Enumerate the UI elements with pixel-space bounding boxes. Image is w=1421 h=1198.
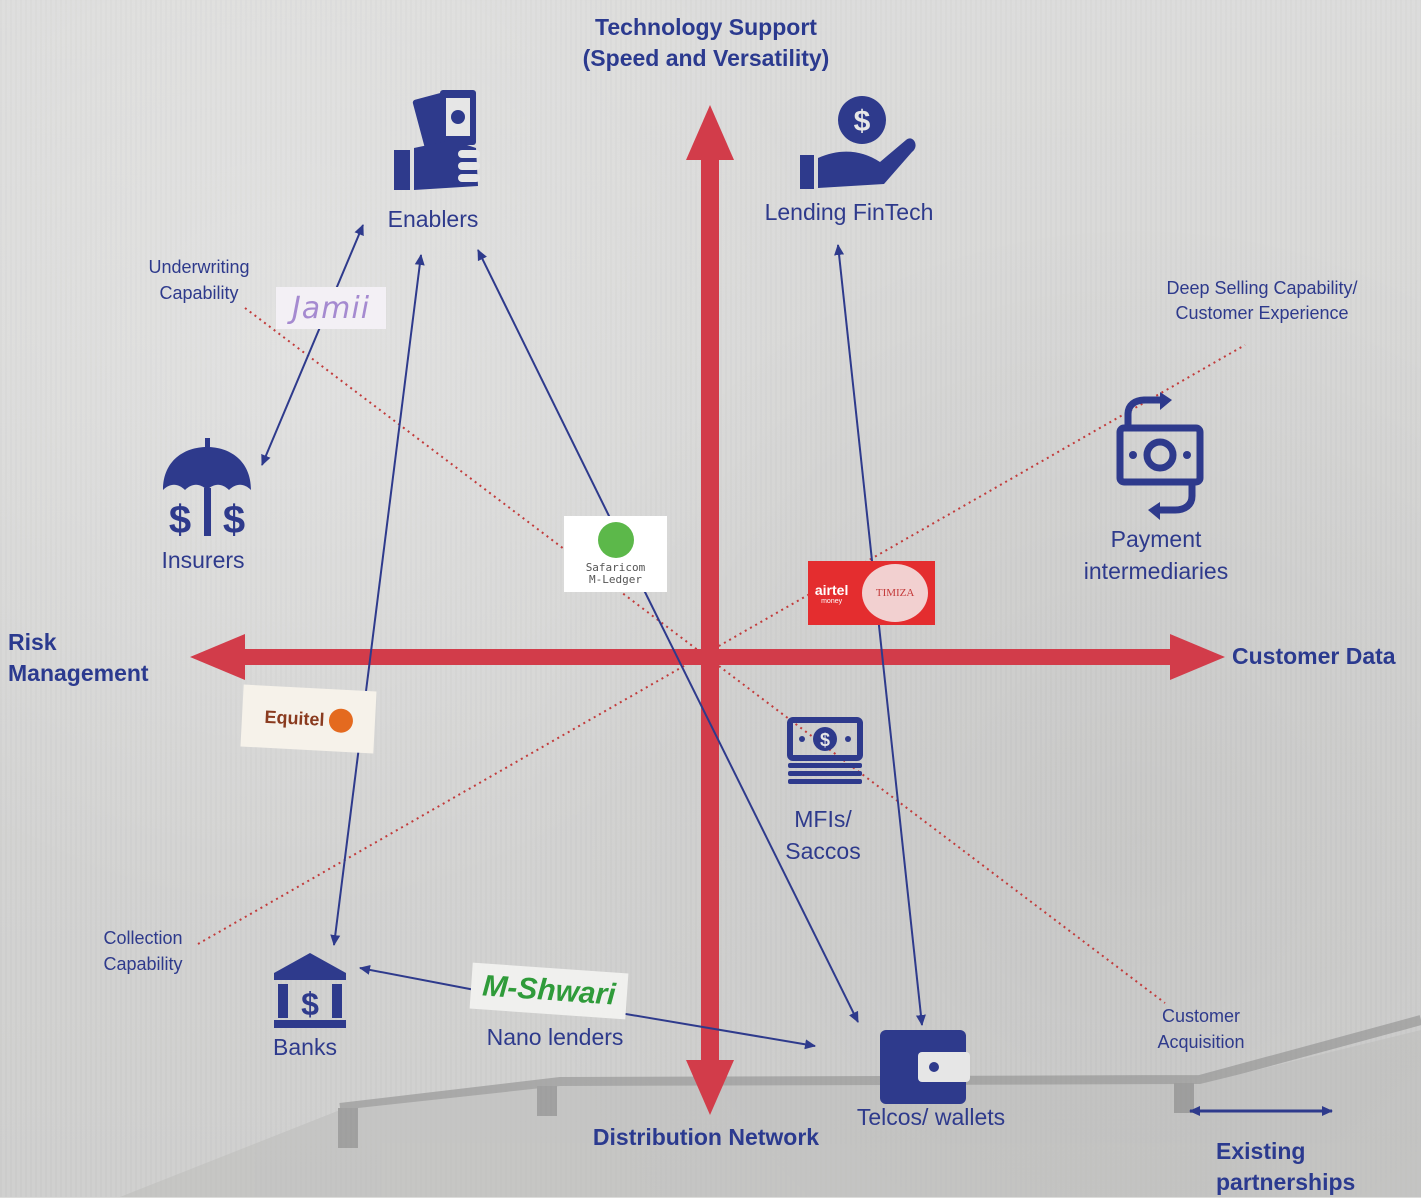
airtel-sub-text: money xyxy=(821,597,843,605)
arrow-banks-mshwari xyxy=(359,964,476,991)
airtel-timiza-logo: airtel money TIMIZA xyxy=(808,561,935,625)
capability-underwriting: Underwriting Capability xyxy=(148,254,249,306)
capability-deep-selling: Deep Selling Capability/ Customer Experi… xyxy=(1166,276,1357,326)
airtel-text: airtel xyxy=(814,581,849,598)
capability-underwriting-line1: Underwriting xyxy=(148,257,250,277)
arrow-safaricom-telcos xyxy=(639,581,859,1023)
wallet-icon xyxy=(880,1030,970,1104)
axis-bottom-label: Distribution Network xyxy=(592,1124,820,1150)
hand-money-icon xyxy=(394,90,480,190)
svg-text:$: $ xyxy=(854,105,871,138)
capability-deep-selling-line2: Customer Experience xyxy=(1175,303,1349,323)
capability-underwriting-line2: Capability xyxy=(159,283,239,303)
timiza-text: TIMIZA xyxy=(875,587,915,599)
axis-top-line2: (Speed and Versatility) xyxy=(582,45,830,71)
node-telcos-wallets: Telcos/ wallets xyxy=(856,1104,1006,1130)
svg-text:$: $ xyxy=(169,498,191,542)
legend-line1: Existing xyxy=(1216,1138,1306,1164)
node-nano-lenders: Nano lenders xyxy=(486,1024,624,1050)
axis-right-label: Customer Data xyxy=(1232,643,1396,669)
capability-acquisition-line1: Customer xyxy=(1161,1006,1241,1026)
equitel-text: Equitel xyxy=(264,706,326,730)
mshwari-text: M-Shwari xyxy=(481,969,617,1012)
node-lending-fintech: Lending FinTech xyxy=(764,199,934,225)
arrow-enablers-safaricom xyxy=(477,249,611,519)
collection-deepselling-dotted-line xyxy=(197,344,1246,945)
node-enablers: Enablers xyxy=(387,206,479,232)
jamii-logo: Jamii xyxy=(276,287,386,329)
safaricom-mledger-logo: Safaricom M-Ledger xyxy=(564,516,667,592)
airtel-money-block: airtel money xyxy=(815,582,848,605)
legend-line2: partnerships xyxy=(1216,1169,1356,1195)
arrow-enablers-banks xyxy=(330,254,425,946)
safaricom-line1: Safaricom xyxy=(585,561,646,574)
arrow-mshwari-telcos xyxy=(619,1012,816,1050)
capability-collection-line1: Collection xyxy=(103,928,183,948)
safaricom-line2: M-Ledger xyxy=(589,573,642,586)
money-stack-icon: $ xyxy=(787,717,863,784)
axis-top-line1: Technology Support xyxy=(595,14,817,40)
capability-collection: Collection Capability xyxy=(103,925,182,977)
svg-text:$: $ xyxy=(223,498,245,542)
axis-left-label: Risk Management xyxy=(8,627,149,689)
equitel-logo: Equitel xyxy=(240,684,377,754)
equitel-circle-icon xyxy=(327,708,354,734)
node-payment-line2: intermediaries xyxy=(1083,558,1229,584)
capability-collection-line2: Capability xyxy=(103,954,183,974)
svg-text:$: $ xyxy=(301,986,319,1022)
arrow-enablers-insurers xyxy=(261,224,364,466)
node-banks: Banks xyxy=(273,1034,337,1060)
legend-label: Existing partnerships xyxy=(1216,1136,1355,1198)
exchange-arrowheads xyxy=(1129,392,1191,520)
jamii-logo-text: Jamii xyxy=(291,290,371,326)
capability-acquisition-line2: Acquisition xyxy=(1157,1032,1245,1052)
capability-deep-selling-line1: Deep Selling Capability/ xyxy=(1166,278,1358,298)
arrow-lending-telcos xyxy=(834,244,926,1026)
node-insurers: Insurers xyxy=(161,547,245,573)
axis-left-line2: Management xyxy=(8,660,149,686)
bank-icon: $ xyxy=(274,953,346,1028)
timiza-circle: TIMIZA xyxy=(862,564,929,622)
safaricom-green-circle xyxy=(597,522,634,558)
axis-left-line1: Risk xyxy=(8,629,57,655)
safaricom-logo-text: Safaricom M-Ledger xyxy=(586,562,646,586)
axis-top-label: Technology Support (Speed and Versatilit… xyxy=(583,12,830,74)
horizontal-axis xyxy=(190,634,1225,680)
capability-customer-acquisition: Customer Acquisition xyxy=(1157,1003,1244,1055)
node-mfis-line1: MFIs/ xyxy=(794,806,852,832)
node-mfis-line2: Saccos xyxy=(785,838,861,864)
money-exchange-icon xyxy=(1116,396,1204,514)
svg-text:$: $ xyxy=(820,730,830,750)
vertical-axis xyxy=(686,105,734,1115)
node-payment-intermediaries: Payment intermediaries xyxy=(1084,523,1228,587)
node-mfis-saccos: MFIs/ Saccos xyxy=(785,803,860,867)
node-payment-line1: Payment xyxy=(1110,526,1202,552)
umbrella-dollar-icon: $ $ xyxy=(163,438,251,542)
hand-coin-icon: $ xyxy=(800,96,916,189)
